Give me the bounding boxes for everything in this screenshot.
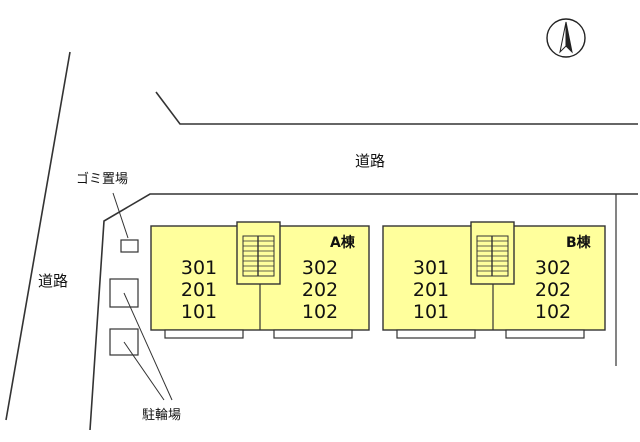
garbage-leader (112, 192, 129, 239)
bicycle-leader-2 (123, 341, 165, 401)
unit-number: 202 (301, 279, 339, 301)
unit-number: 201 (412, 279, 450, 301)
garbage-area (120, 239, 139, 253)
building-b-units-right: 302 202 102 (523, 257, 583, 323)
building-a-stair-steps (243, 236, 274, 276)
building-a-name: A棟 (330, 235, 355, 251)
building-b-balcony-right (505, 329, 585, 339)
unit-number: 102 (301, 301, 339, 323)
building-b-stair-steps (477, 236, 508, 276)
property-boundary (89, 193, 638, 431)
road-label-left: 道路 (38, 272, 69, 290)
road-edge-left (5, 51, 71, 421)
unit-number: 302 (301, 257, 339, 279)
unit-number: 201 (180, 279, 218, 301)
road-edge-top (155, 91, 638, 125)
building-b-balcony-left (396, 329, 476, 339)
building-b-units-left: 301 201 101 (401, 257, 461, 323)
building-b-name: B棟 (566, 235, 591, 251)
unit-number: 101 (412, 301, 450, 323)
bicycle-label: 駐輪場 (142, 408, 182, 423)
unit-number: 202 (534, 279, 572, 301)
unit-number: 302 (534, 257, 572, 279)
building-a-units-right: 302 202 102 (290, 257, 350, 323)
building-a-balcony-left (164, 329, 244, 339)
unit-number: 301 (412, 257, 450, 279)
unit-number: 102 (534, 301, 572, 323)
north-arrow-icon (546, 18, 586, 58)
garbage-label: ゴミ置場 (76, 172, 129, 187)
unit-number: 101 (180, 301, 218, 323)
unit-number: 301 (180, 257, 218, 279)
bicycle-leader-1 (123, 292, 173, 401)
building-a-units-left: 301 201 101 (169, 257, 229, 323)
building-a-balcony-right (273, 329, 353, 339)
road-label-top: 道路 (355, 152, 386, 170)
